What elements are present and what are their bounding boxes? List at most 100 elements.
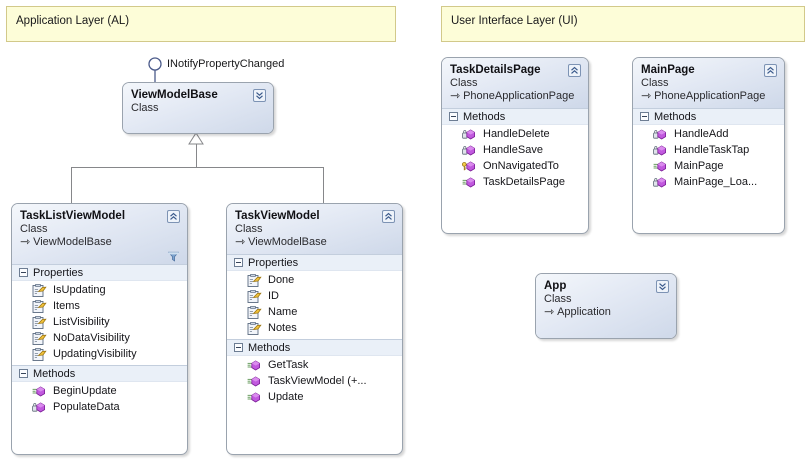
class-name: App <box>544 280 567 292</box>
list-item[interactable]: HandleAdd <box>633 126 784 142</box>
member-label: Notes <box>268 322 297 334</box>
class-box-app[interactable]: App Class ⇾ Application <box>535 273 677 339</box>
section-header-methods[interactable]: Methods <box>442 108 588 125</box>
section-header-methods[interactable]: Methods <box>227 339 402 356</box>
member-list-methods: HandleDelete HandleSave OnNavigatedTo Ta… <box>442 125 588 193</box>
class-kind: Class <box>131 102 159 114</box>
class-base-type: ⇾ PhoneApplicationPage <box>450 90 580 103</box>
collapse-toggle-icon[interactable] <box>640 112 649 121</box>
list-item[interactable]: GetTask <box>227 357 402 373</box>
member-label: OnNavigatedTo <box>483 160 559 172</box>
property-icon <box>247 305 262 319</box>
member-label: MainPage_Loa... <box>674 176 758 188</box>
section-header-methods[interactable]: Methods <box>633 108 784 125</box>
member-label: HandleTaskTap <box>674 144 750 156</box>
member-list-properties: Done ID Name Notes <box>227 271 402 339</box>
member-label: PopulateData <box>53 401 120 413</box>
list-item[interactable]: MainPage_Loa... <box>633 174 784 190</box>
list-item[interactable]: Done <box>227 272 402 288</box>
method-icon-private <box>462 144 477 157</box>
list-item[interactable]: Update <box>227 389 402 405</box>
member-label: ID <box>268 290 279 302</box>
list-item[interactable]: HandleSave <box>442 142 588 158</box>
class-kind: Class <box>641 77 669 89</box>
section-header-properties[interactable]: Properties <box>227 254 402 271</box>
chevron-double-up-icon[interactable] <box>568 64 581 77</box>
collapse-toggle-icon[interactable] <box>449 112 458 121</box>
layer-label-user-interface: User Interface Layer (UI) <box>451 15 578 27</box>
collapse-toggle-icon[interactable] <box>19 369 28 378</box>
inherit-arrow-icon: ⇾ <box>641 88 652 103</box>
method-icon-private <box>653 176 668 189</box>
inheritance-branch-tasklistviewmodel <box>71 167 72 204</box>
list-item[interactable]: HandleTaskTap <box>633 142 784 158</box>
section-header-methods[interactable]: Methods <box>12 365 187 382</box>
member-label: TaskDetailsPage <box>483 176 565 188</box>
member-list-properties: IsUpdating Items ListVisibility NoDataVi… <box>12 281 187 365</box>
list-item[interactable]: TaskDetailsPage <box>442 174 588 190</box>
section-title: Properties <box>248 256 299 269</box>
list-item[interactable]: MainPage <box>633 158 784 174</box>
property-icon <box>32 331 47 345</box>
member-label: UpdatingVisibility <box>53 348 137 360</box>
chevron-double-down-icon[interactable] <box>656 280 669 293</box>
section-title: Properties <box>33 266 84 279</box>
class-header-app: App Class ⇾ Application <box>536 274 676 338</box>
class-kind: Class <box>235 223 263 235</box>
list-item[interactable]: Notes <box>227 320 402 336</box>
class-base-type: ⇾ Application <box>544 306 668 319</box>
property-icon <box>247 289 262 303</box>
collapse-toggle-icon[interactable] <box>234 258 243 267</box>
list-item[interactable]: IsUpdating <box>12 282 187 298</box>
class-base-label: PhoneApplicationPage <box>463 90 575 102</box>
class-header-mainpage: MainPage Class ⇾ PhoneApplicationPage <box>633 58 784 108</box>
list-item[interactable]: ListVisibility <box>12 314 187 330</box>
list-item[interactable]: TaskViewModel (+... <box>227 373 402 389</box>
class-box-taskviewmodel[interactable]: TaskViewModel Class ⇾ ViewModelBase Prop… <box>226 203 403 455</box>
class-name: MainPage <box>641 64 695 76</box>
inheritance-branch-taskviewmodel <box>323 167 324 204</box>
member-label: Update <box>268 391 304 403</box>
chevron-double-down-icon[interactable] <box>253 89 266 102</box>
list-item[interactable]: Name <box>227 304 402 320</box>
list-item[interactable]: PopulateData <box>12 399 187 415</box>
class-base-type: ⇾ ViewModelBase <box>20 236 179 249</box>
member-label: Items <box>53 300 80 312</box>
member-label: NoDataVisibility <box>53 332 130 344</box>
class-box-taskdetailspage[interactable]: TaskDetailsPage Class ⇾ PhoneApplication… <box>441 57 589 234</box>
property-icon <box>32 347 47 361</box>
member-label: HandleAdd <box>674 128 729 140</box>
list-item[interactable]: NoDataVisibility <box>12 330 187 346</box>
list-item[interactable]: ID <box>227 288 402 304</box>
class-name: TaskDetailsPage <box>450 64 541 76</box>
layer-box-user-interface[interactable]: User Interface Layer (UI) <box>441 6 805 42</box>
method-icon <box>247 359 262 372</box>
list-item[interactable]: BeginUpdate <box>12 383 187 399</box>
chevron-double-up-icon[interactable] <box>382 210 395 223</box>
section-title: Methods <box>463 110 506 123</box>
list-item[interactable]: HandleDelete <box>442 126 588 142</box>
funnel-icon[interactable] <box>168 251 179 262</box>
section-header-properties[interactable]: Properties <box>12 264 187 281</box>
list-item[interactable]: Items <box>12 298 187 314</box>
chevron-double-up-icon[interactable] <box>764 64 777 77</box>
list-item[interactable]: UpdatingVisibility <box>12 346 187 362</box>
class-base-label: ViewModelBase <box>248 236 327 248</box>
chevron-double-up-icon[interactable] <box>167 210 180 223</box>
inherit-arrow-icon: ⇾ <box>544 304 555 319</box>
collapse-toggle-icon[interactable] <box>234 343 243 352</box>
class-name: TaskListViewModel <box>20 210 126 222</box>
list-item[interactable]: OnNavigatedTo <box>442 158 588 174</box>
collapse-toggle-icon[interactable] <box>19 268 28 277</box>
section-properties: Properties Done ID Name <box>227 254 402 339</box>
inheritance-crossbar <box>71 167 323 168</box>
class-box-viewmodelbase[interactable]: ViewModelBase Class <box>122 82 274 134</box>
member-list-methods: BeginUpdate PopulateData <box>12 382 187 418</box>
method-icon <box>247 375 262 388</box>
class-box-tasklistviewmodel[interactable]: TaskListViewModel Class ⇾ ViewModelBase … <box>11 203 188 455</box>
layer-box-application[interactable]: Application Layer (AL) <box>6 6 396 42</box>
member-label: HandleSave <box>483 144 543 156</box>
class-base-label: ViewModelBase <box>33 236 112 248</box>
class-box-mainpage[interactable]: MainPage Class ⇾ PhoneApplicationPage Me… <box>632 57 785 234</box>
class-kind: Class <box>20 223 48 235</box>
